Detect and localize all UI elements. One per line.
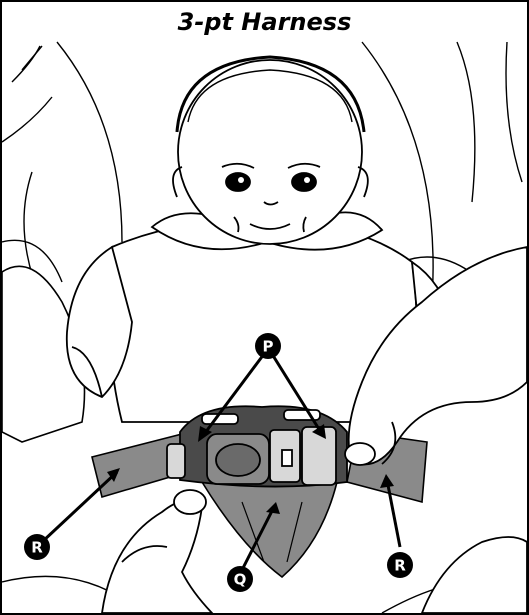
leader-r-left xyxy=(42,472,117,542)
callout-r-left-label: R xyxy=(31,539,43,557)
callout-p-label: P xyxy=(263,338,274,356)
callout-q: Q xyxy=(227,566,253,592)
callout-q-label: Q xyxy=(234,571,247,589)
page-title: 3-pt Harness xyxy=(2,2,527,42)
callout-r-left: R xyxy=(24,534,50,560)
callout-r-right: R xyxy=(387,552,413,578)
buckle-assembly xyxy=(167,406,347,486)
callout-p: P xyxy=(255,333,281,359)
callout-r-right-label: R xyxy=(394,557,406,575)
